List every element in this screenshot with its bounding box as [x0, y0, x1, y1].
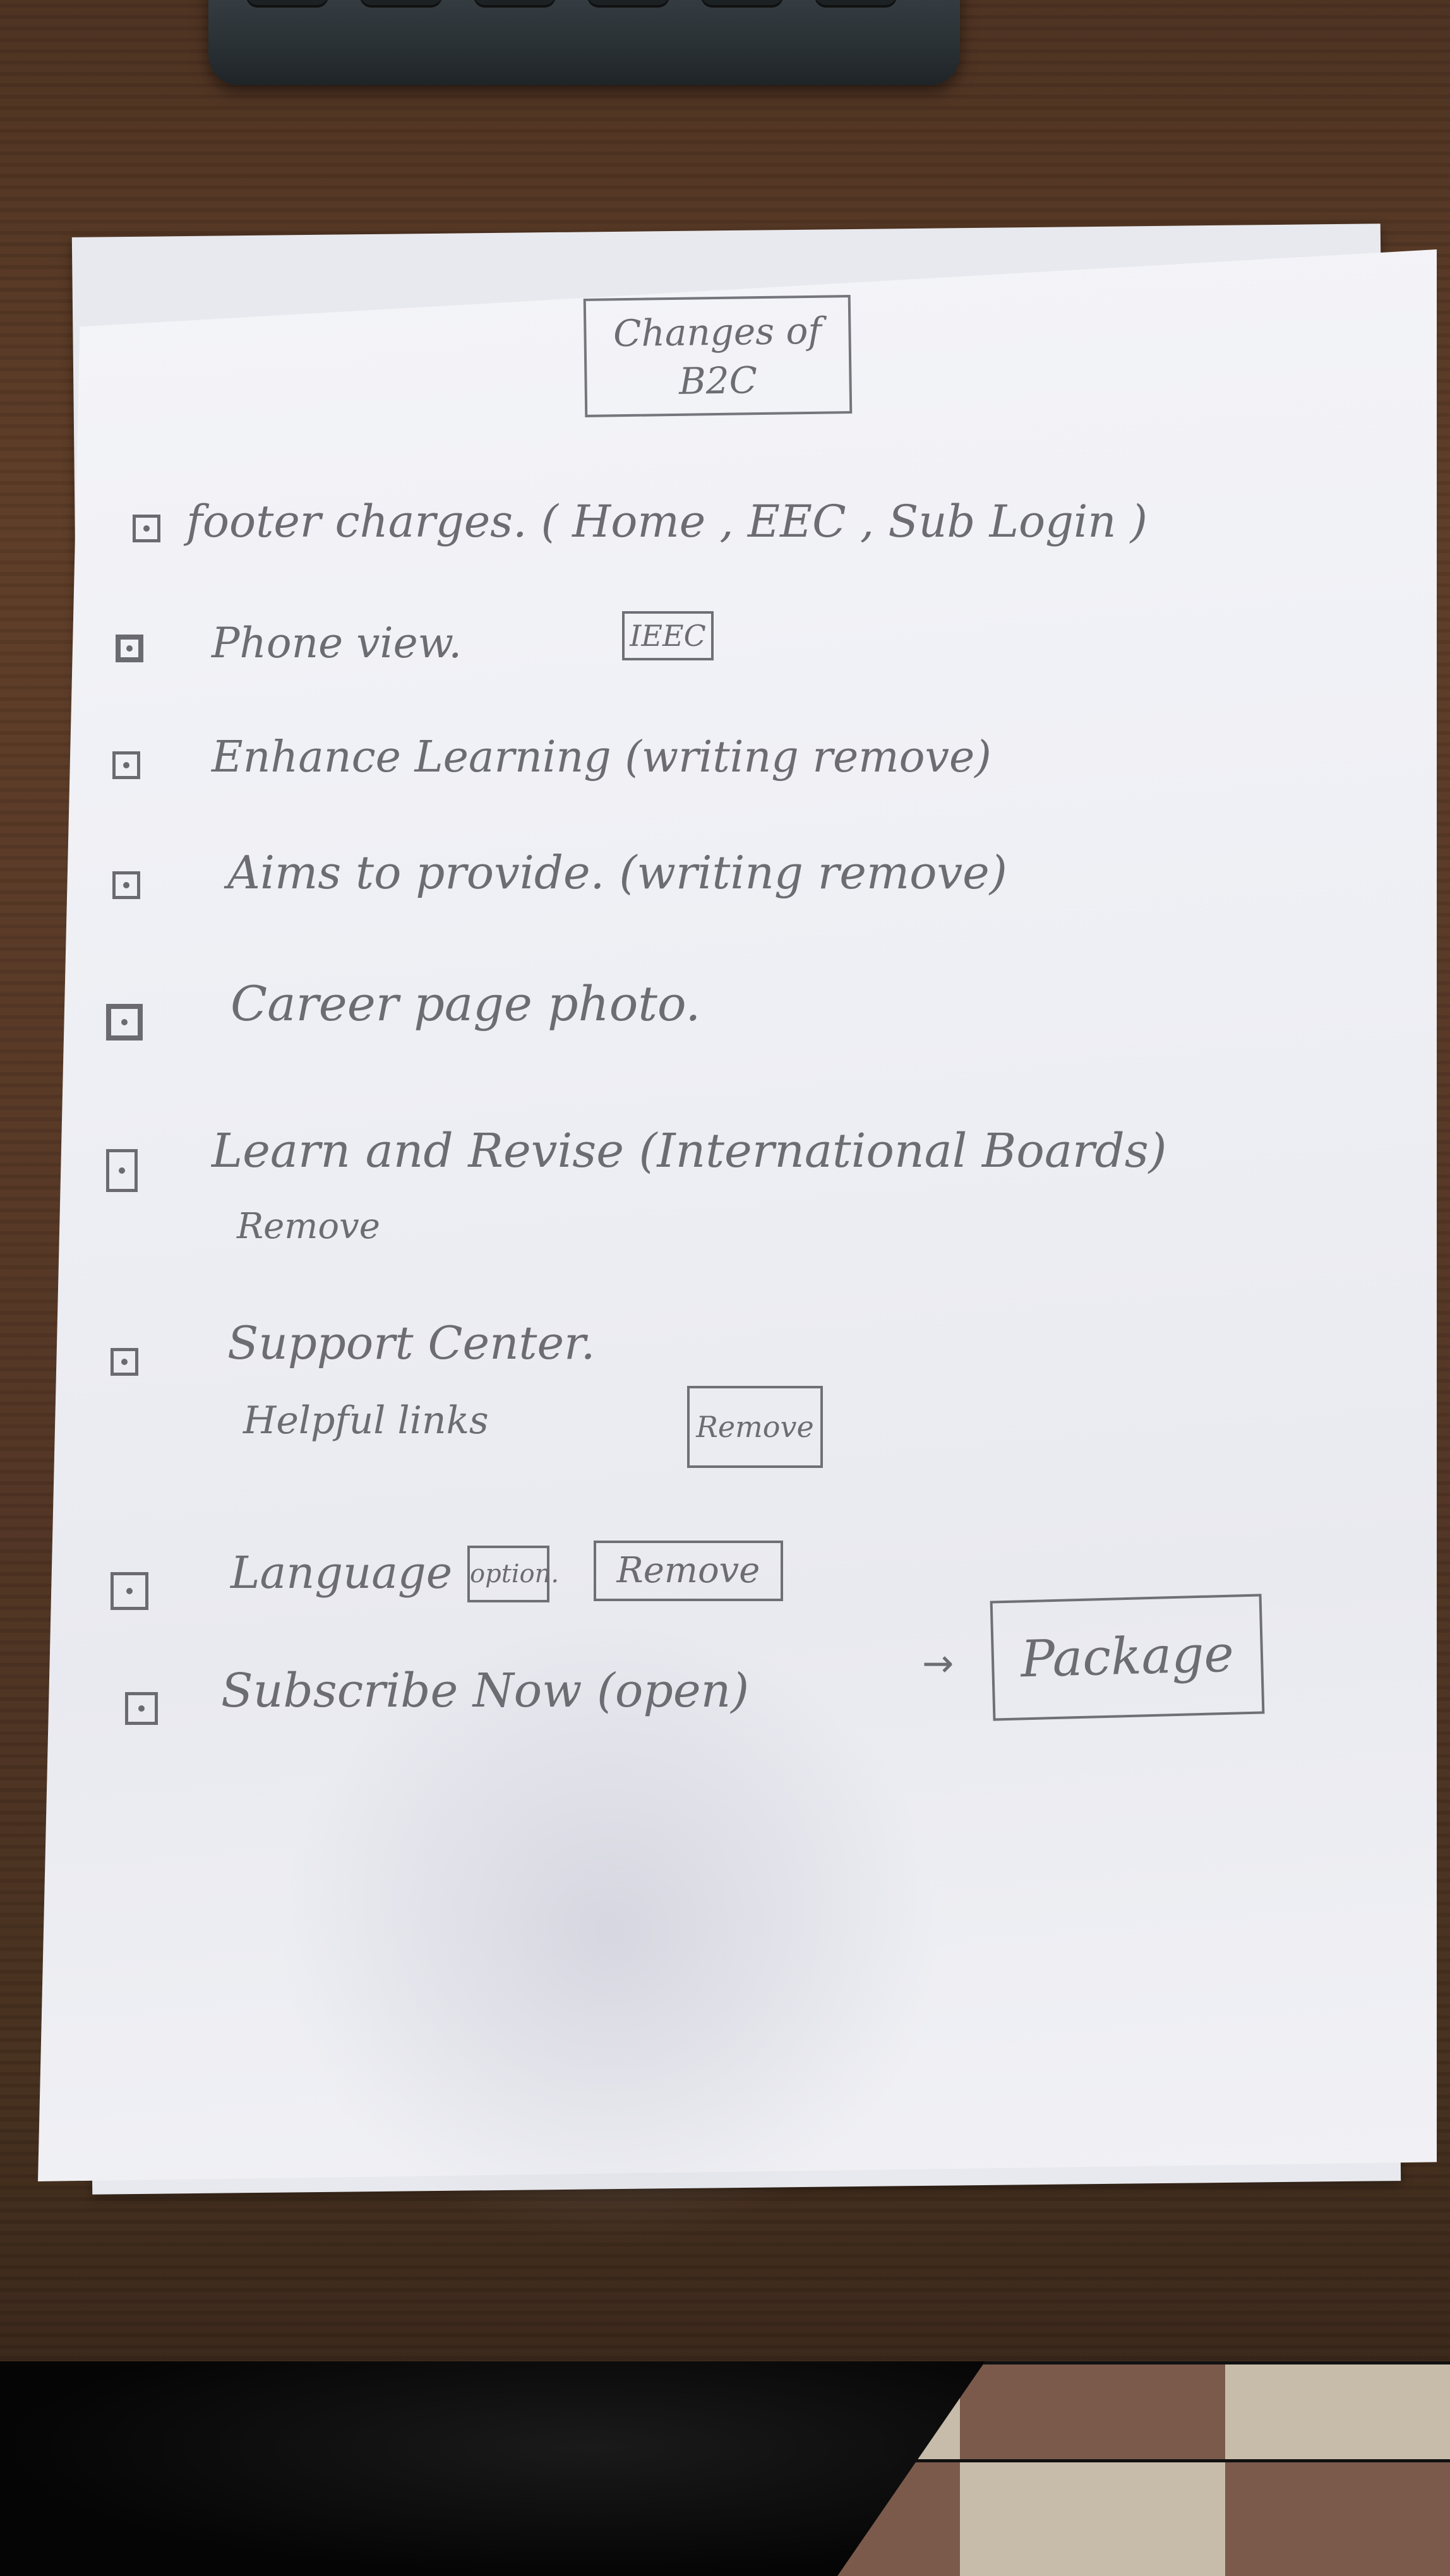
item-text: Learn and Revise (International Boards): [212, 1124, 1167, 1178]
floor-tile: [1225, 2364, 1450, 2459]
item-text: Aims to provide. (writing remove): [227, 846, 1007, 899]
checkbox[interactable]: [112, 751, 140, 779]
title-line-2: B2C: [678, 359, 758, 403]
checkbox[interactable]: [133, 515, 160, 542]
tag-box: option.: [467, 1546, 559, 1602]
tag-box: Remove: [594, 1541, 783, 1601]
checkbox[interactable]: [111, 1572, 148, 1610]
calculator-key: [360, 0, 442, 8]
checkbox[interactable]: [106, 1149, 138, 1192]
shadow: [278, 1616, 941, 2248]
tag-box: Remove: [687, 1386, 823, 1468]
item-text: Phone view.: [212, 619, 462, 667]
calculator: [208, 0, 960, 85]
tag-box: IEEC: [622, 611, 714, 660]
tag-box: Package: [990, 1594, 1265, 1721]
floor-tile: [1225, 2462, 1450, 2576]
checkbox[interactable]: [116, 635, 143, 662]
checkbox[interactable]: [106, 1004, 143, 1041]
calculator-key: [587, 0, 669, 8]
item-subtext: Helpful links: [243, 1398, 489, 1443]
item-text: footer charges. ( Home , EEC , Sub Login…: [186, 496, 1147, 547]
title-line-1: Changes of: [613, 309, 822, 355]
calculator-key: [701, 0, 783, 8]
floor-tile: [960, 2364, 1225, 2459]
checkbox[interactable]: [125, 1692, 158, 1725]
title-box: Changes of B2C: [583, 295, 853, 417]
arrow-icon: →: [922, 1642, 954, 1686]
checkbox[interactable]: [112, 871, 140, 899]
item-text: Support Center.: [227, 1316, 596, 1369]
item-text: Subscribe Now (open): [221, 1664, 750, 1718]
floor-tile: [960, 2462, 1225, 2576]
checkbox[interactable]: [111, 1348, 138, 1376]
calculator-key: [815, 0, 897, 8]
paper-sheet: [38, 249, 1437, 2181]
item-subtext: Remove: [237, 1206, 380, 1247]
calculator-key: [246, 0, 328, 8]
dark-fabric: [0, 2361, 985, 2576]
item-text: Language: [231, 1547, 453, 1599]
calculator-key: [474, 0, 556, 8]
item-text: Career page photo.: [231, 975, 701, 1032]
item-text: Enhance Learning (writing remove): [212, 732, 992, 782]
